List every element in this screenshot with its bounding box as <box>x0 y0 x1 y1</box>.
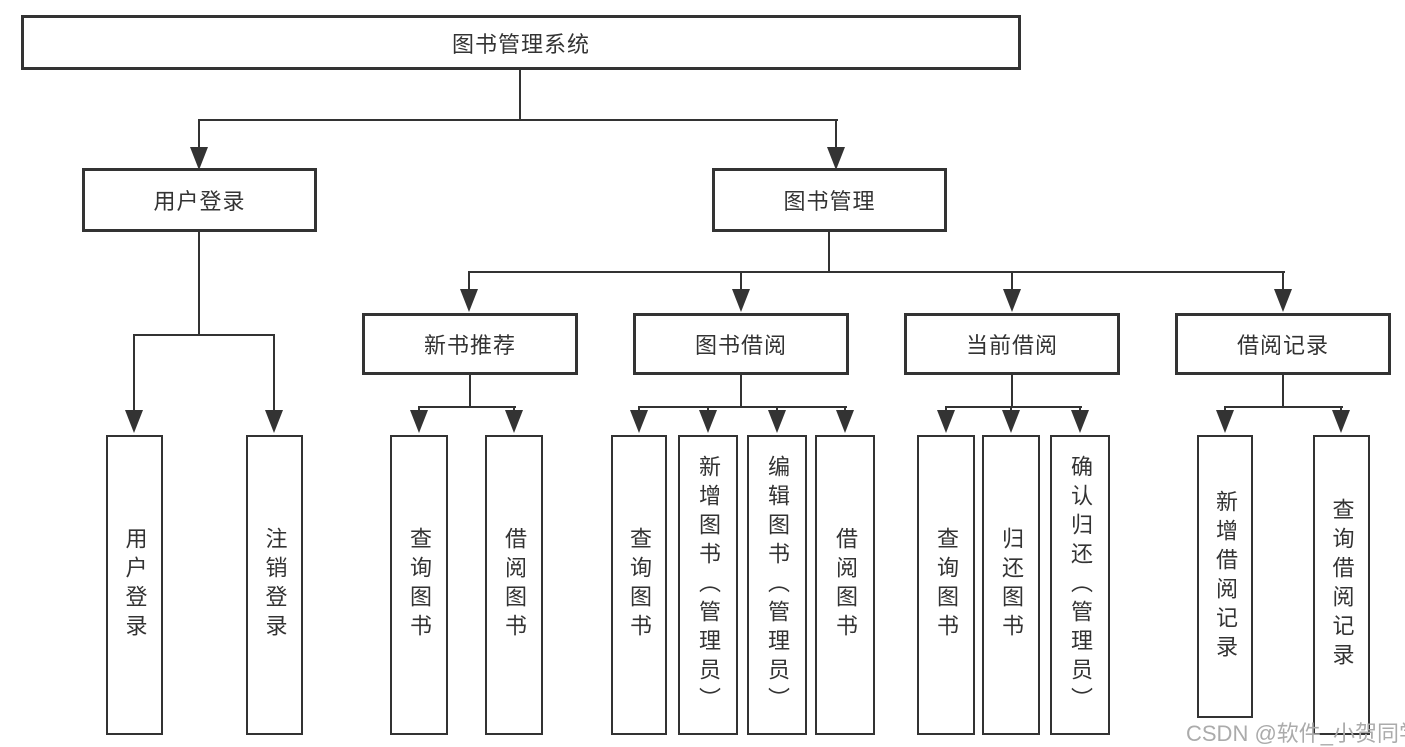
arrow-down-icon <box>630 410 648 433</box>
arrow-down-icon <box>1071 410 1089 433</box>
arrow-down-icon <box>125 410 143 433</box>
connector-hline <box>418 406 516 408</box>
connector-vline <box>468 271 470 293</box>
connector-hline <box>468 271 1285 273</box>
arrow-down-icon <box>1216 410 1234 433</box>
arrow-down-icon <box>505 410 523 433</box>
csdn-watermark: CSDN @软件_小贺同学 <box>1186 721 1405 746</box>
connector-vline <box>828 232 830 273</box>
leaf-user-login: 用户登录 <box>106 435 163 735</box>
connector-hline <box>1224 406 1343 408</box>
arrow-down-icon <box>1332 410 1350 433</box>
node-new-book-recommend: 新书推荐 <box>362 313 578 375</box>
arrow-down-icon <box>1003 289 1021 312</box>
arrow-down-icon <box>699 410 717 433</box>
arrow-down-icon <box>732 289 750 312</box>
connector-vline <box>1282 375 1284 408</box>
arrow-down-icon <box>1002 410 1020 433</box>
connector-vline <box>1011 375 1013 408</box>
leaf-logout: 注销登录 <box>246 435 303 735</box>
connector-vline <box>1011 271 1013 293</box>
arrow-down-icon <box>937 410 955 433</box>
leaf-return-book: 归还图书 <box>982 435 1040 735</box>
arrow-down-icon <box>768 410 786 433</box>
arrow-down-icon <box>836 410 854 433</box>
arrow-down-icon <box>460 289 478 312</box>
arrow-down-icon <box>410 410 428 433</box>
leaf-add-book-admin: 新增图书（管理员） <box>678 435 738 735</box>
arrow-down-icon <box>827 147 845 170</box>
connector-vline <box>198 119 200 149</box>
node-book-borrowing: 图书借阅 <box>633 313 849 375</box>
leaf-query-books: 查询图书 <box>917 435 975 735</box>
arrow-down-icon <box>265 410 283 433</box>
leaf-add-borrow-record: 新增借阅记录 <box>1197 435 1253 718</box>
connector-vline <box>198 232 200 336</box>
connector-hline <box>133 334 275 336</box>
connector-hline <box>945 406 1082 408</box>
connector-vline <box>469 375 471 408</box>
leaf-query-borrow-record: 查询借阅记录 <box>1313 435 1370 735</box>
node-user-login: 用户登录 <box>82 168 317 232</box>
arrow-down-icon <box>1274 289 1292 312</box>
node-library-management-system: 图书管理系统 <box>21 15 1021 70</box>
leaf-borrow-books: 借阅图书 <box>815 435 875 735</box>
connector-hline <box>198 119 838 121</box>
connector-vline <box>273 334 275 414</box>
connector-vline <box>740 375 742 408</box>
node-book-management: 图书管理 <box>712 168 947 232</box>
arrow-down-icon <box>190 147 208 170</box>
leaf-query-books: 查询图书 <box>611 435 667 735</box>
leaf-borrow-books: 借阅图书 <box>485 435 543 735</box>
connector-hline <box>638 406 847 408</box>
connector-vline <box>519 70 521 121</box>
node-borrow-records: 借阅记录 <box>1175 313 1391 375</box>
connector-vline <box>1282 271 1284 293</box>
connector-vline <box>133 334 135 414</box>
leaf-edit-book-admin: 编辑图书（管理员） <box>747 435 807 735</box>
connector-vline <box>835 119 837 149</box>
leaf-confirm-return-admin: 确认归还（管理员） <box>1050 435 1110 735</box>
node-current-borrowing: 当前借阅 <box>904 313 1120 375</box>
leaf-query-books: 查询图书 <box>390 435 448 735</box>
connector-vline <box>740 271 742 293</box>
